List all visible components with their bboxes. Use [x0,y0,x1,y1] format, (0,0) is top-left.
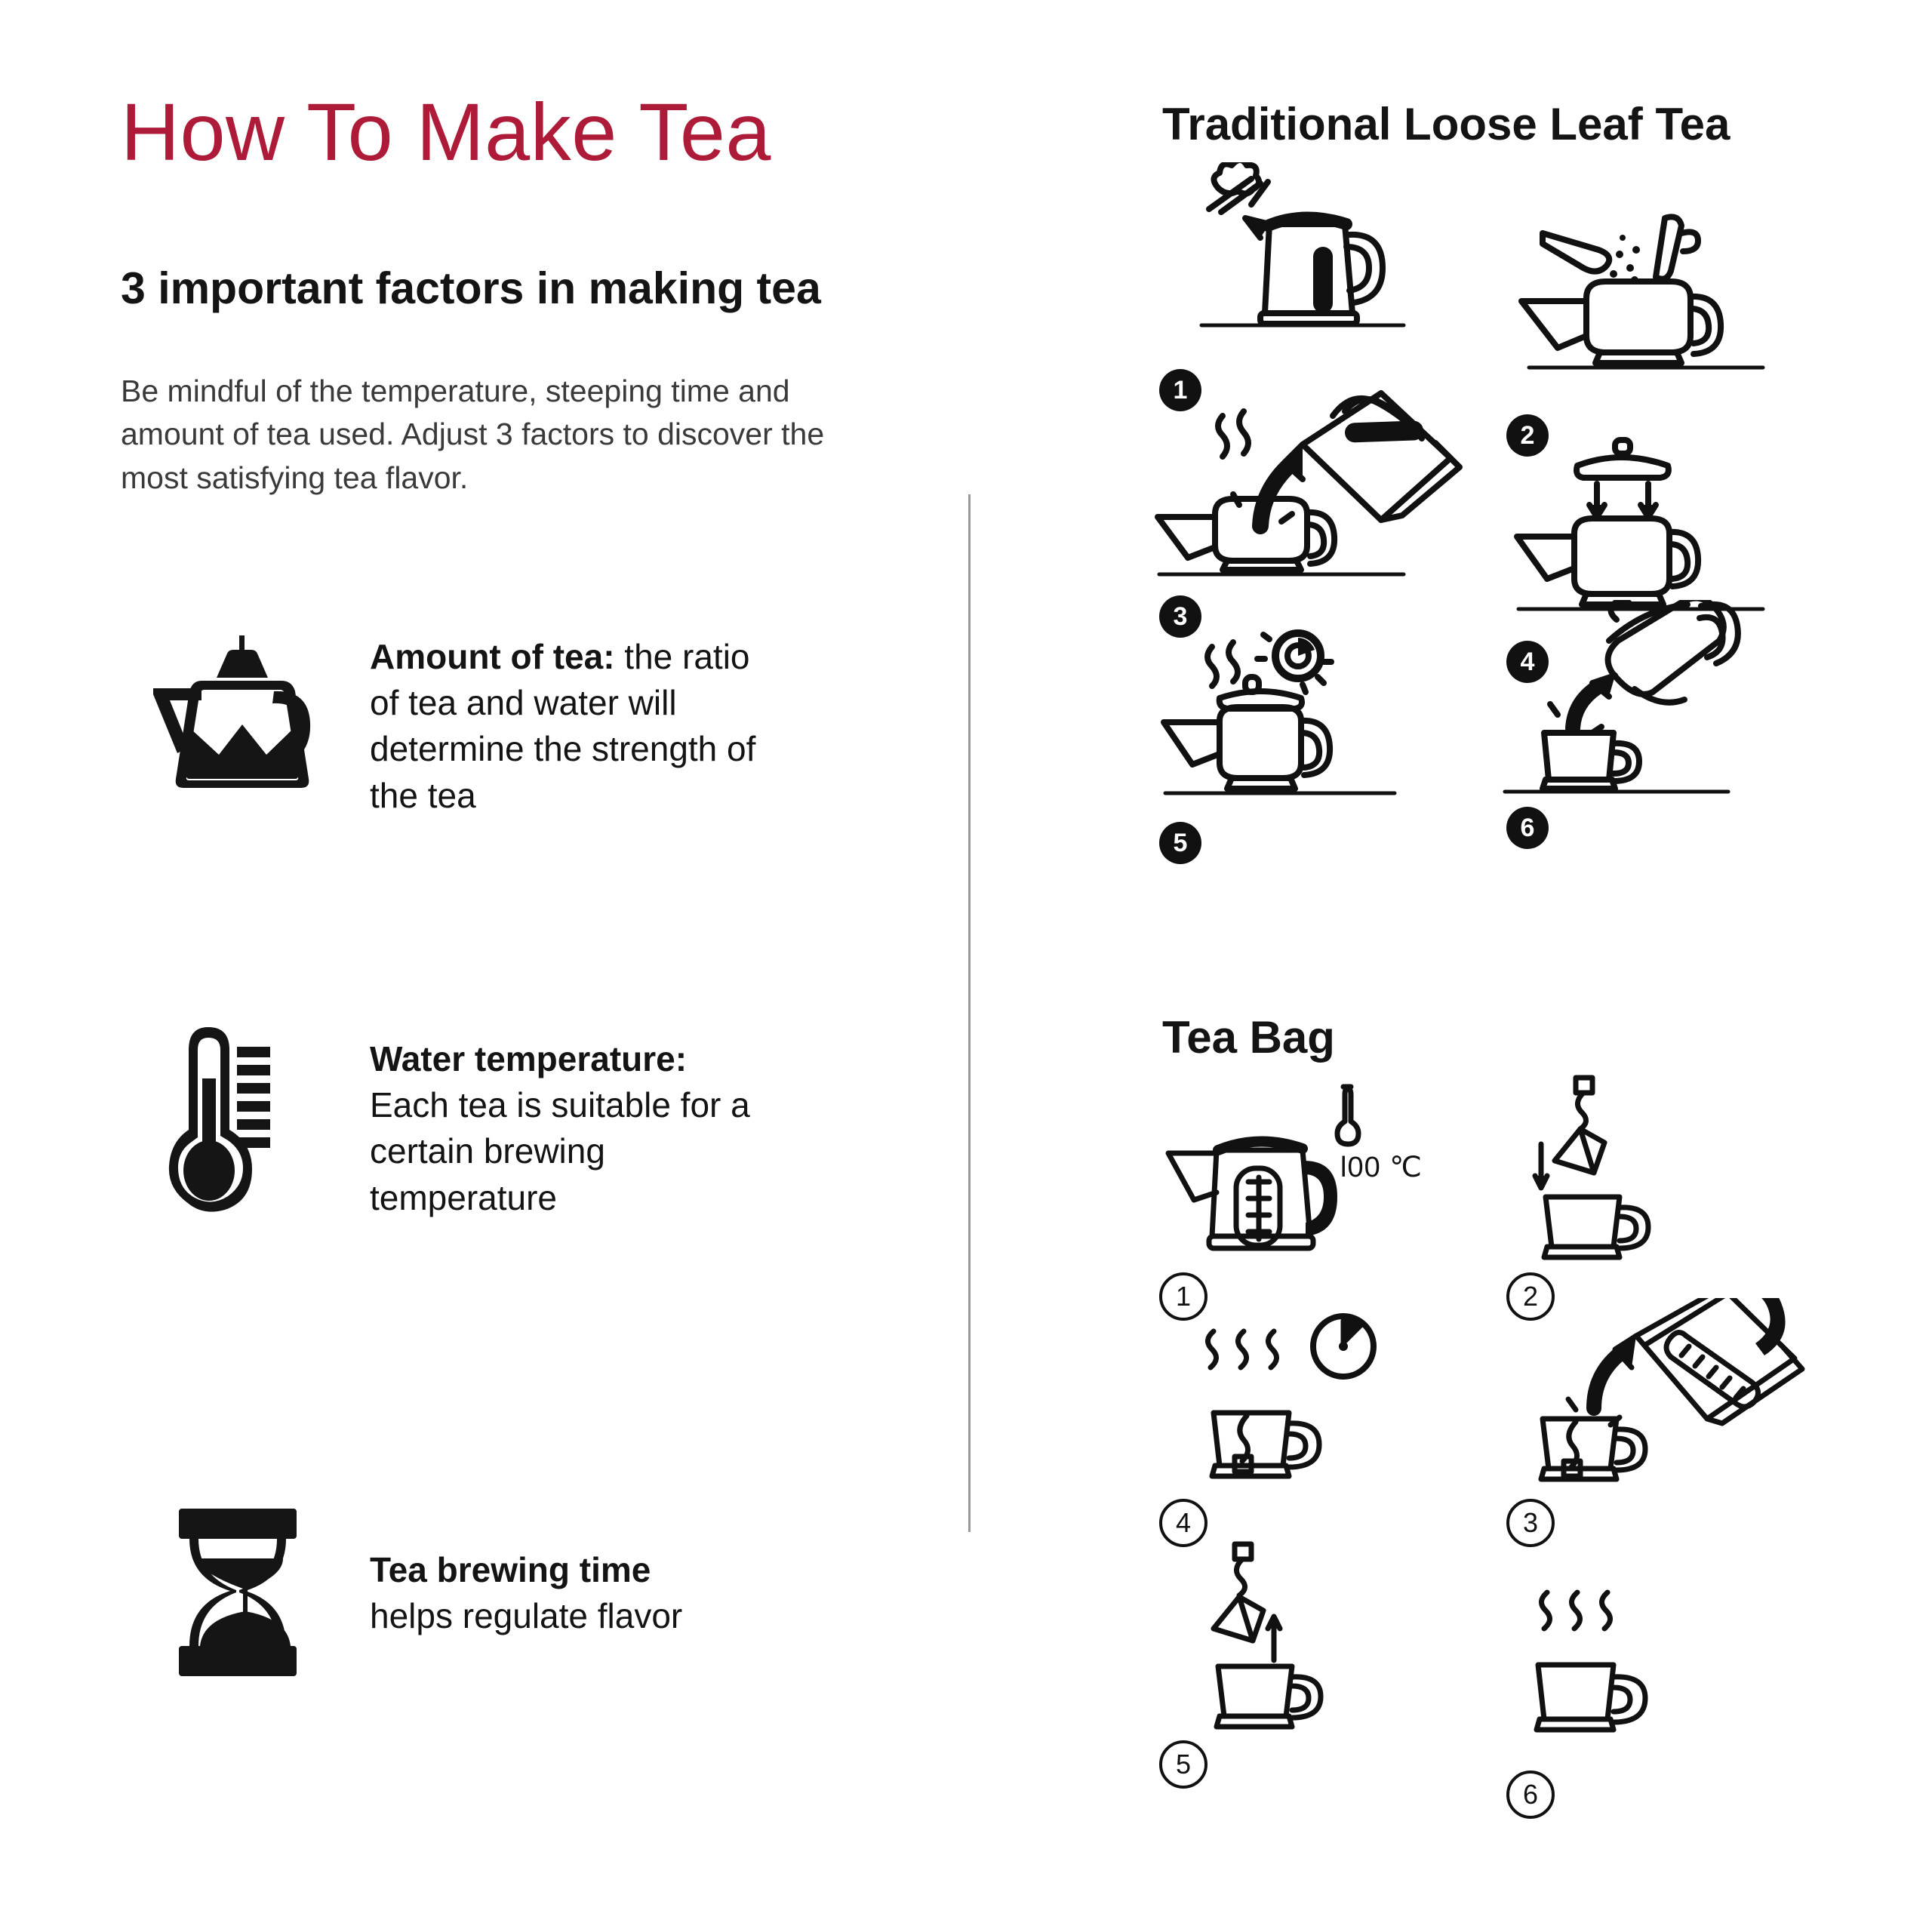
step-loose-2: 2 [1502,208,1826,457]
step-bag-2: 2 [1502,1072,1826,1321]
step-bag-4: 4 [1155,1298,1479,1547]
step-badge: 1 [1159,1272,1208,1321]
teapot-steeping-timer-icon [1155,615,1479,815]
right-column: Traditional Loose Leaf Tea [1147,0,1902,1932]
thermometer-icon [121,1023,370,1221]
step-loose-5: 5 [1155,615,1479,864]
factor-brewing-time: Tea brewing time helps regulate flavor [121,1506,921,1679]
step-bag-6: 6 [1502,1570,1826,1819]
section-title-loose-leaf: Traditional Loose Leaf Tea [1162,99,1730,149]
step-badge: 2 [1506,1272,1555,1321]
left-column: How To Make Tea 3 important factors in m… [121,0,921,1932]
kettle-pouring-into-mug-icon [1502,1298,1826,1498]
teapot-pouring-into-mug-icon [1502,600,1826,800]
kettle-pouring-into-teapot-icon [1155,389,1479,589]
temperature-label: l00 ℃ [1340,1152,1423,1183]
teapot-add-leaves-spoon-icon [1502,208,1826,408]
step-loose-1: 1 [1155,162,1479,411]
mug-steeping-timer-icon [1155,1298,1479,1498]
step-badge: 4 [1506,641,1549,683]
teabag-dropping-into-mug-icon [1502,1072,1826,1272]
page-title: How To Make Tea [121,86,771,177]
teabag-removed-from-mug-icon [1155,1540,1479,1740]
step-loose-3: 3 [1155,389,1479,638]
step-bag-3: 3 [1502,1298,1826,1547]
step-bag-1: l00 ℃ 1 [1155,1072,1479,1321]
factor-text: Tea brewing time helps regulate flavor [370,1547,792,1639]
factor-lead: Amount of tea: [370,637,615,676]
finished-steaming-mug-icon [1502,1570,1826,1770]
teapot-icon [121,634,370,819]
factor-lead: Water temperature: [370,1039,688,1078]
teapot-lid-closing-icon [1502,434,1826,634]
step-badge: 5 [1159,1740,1208,1789]
step-badge: 6 [1506,807,1549,849]
step-badge: 2 [1506,414,1549,457]
factor-lead: Tea brewing time [370,1550,651,1589]
step-badge: 5 [1159,822,1201,864]
factor-water-temperature: Water temperature: Each tea is suitable … [121,1023,921,1221]
step-badge: 3 [1159,595,1201,638]
step-loose-6: 6 [1502,600,1826,849]
electric-kettle-boiling-icon [1155,162,1479,362]
step-badge: 3 [1506,1499,1555,1547]
factor-text: Amount of tea: the ratio of tea and wate… [370,634,770,819]
step-badge: 6 [1506,1770,1555,1819]
section-subtitle: 3 important factors in making tea [121,263,821,313]
hourglass-icon [121,1506,370,1679]
electric-kettle-temperature-icon [1155,1072,1479,1272]
section-title-tea-bag: Tea Bag [1162,1012,1335,1063]
step-badge: 1 [1159,369,1201,411]
intro-paragraph: Be mindful of the temperature, steeping … [121,374,825,495]
step-loose-4: 4 [1502,434,1826,683]
column-divider [968,494,971,1532]
factor-amount-of-tea: Amount of tea: the ratio of tea and wate… [121,634,921,819]
step-bag-5: 5 [1155,1540,1479,1789]
factor-body: the ratio of tea and water will determin… [370,637,756,815]
factor-body: helps regulate flavor [370,1596,683,1636]
factor-text: Water temperature: Each tea is suitable … [370,1036,770,1221]
factor-body: Each tea is suitable for a certain brewi… [370,1085,750,1217]
step-badge: 4 [1159,1499,1208,1547]
